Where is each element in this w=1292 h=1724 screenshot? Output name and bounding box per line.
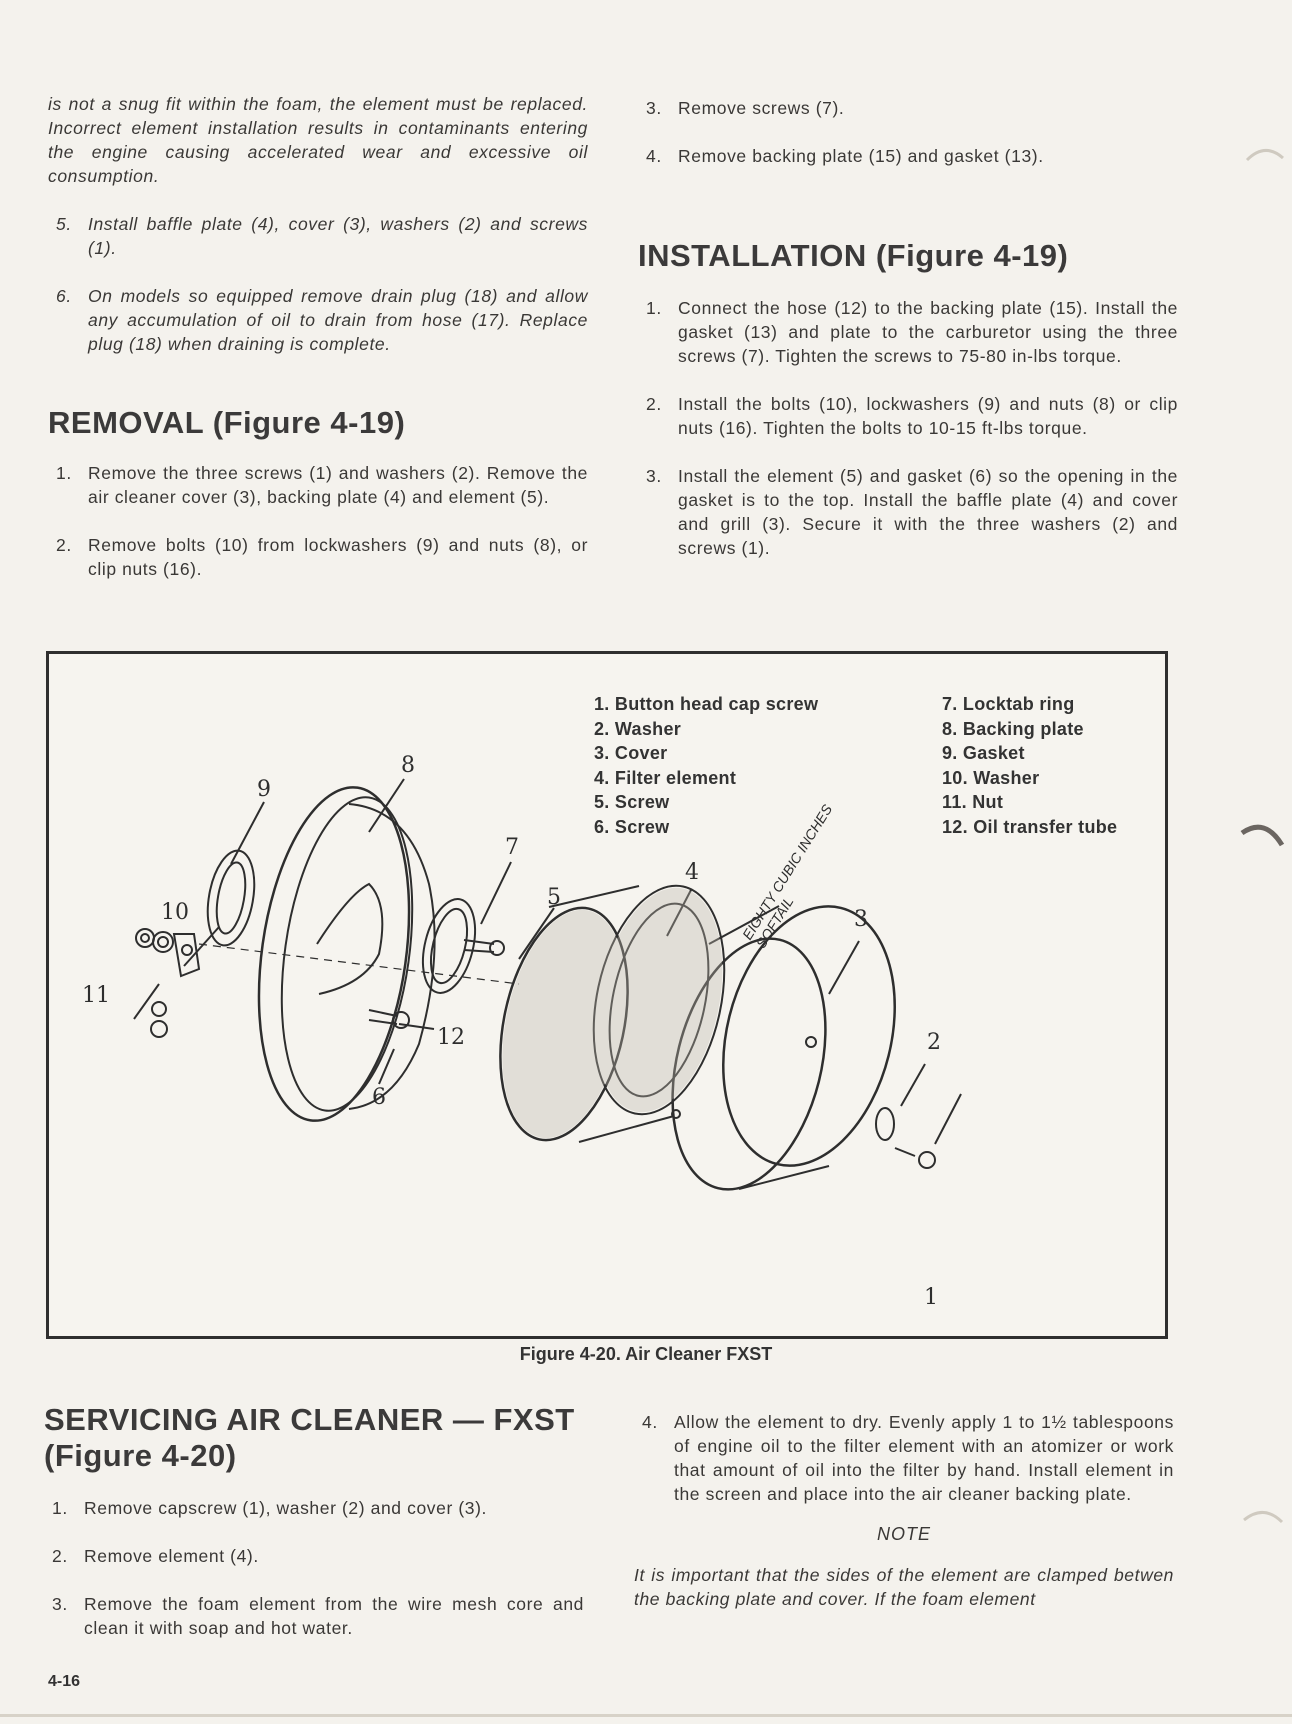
- margin-mark: [1245, 149, 1284, 162]
- svg-text:7: 7: [505, 835, 519, 860]
- svg-text:5: 5: [547, 885, 561, 910]
- svg-text:4: 4: [685, 860, 699, 885]
- legend-left: 1. Button head cap screw 2. Washer 3. Co…: [594, 694, 819, 837]
- figure-caption: Figure 4-20. Air Cleaner FXST: [519, 1344, 773, 1364]
- list-item: 4. Allow the element to dry. Evenly appl…: [642, 1412, 1174, 1504]
- page-number: 4-16: [48, 1673, 81, 1690]
- figure-box: 1. Button head cap screw 2. Washer 3. Co…: [46, 651, 1168, 1339]
- svg-text:6: 6: [372, 1085, 386, 1110]
- list-item: 2. Install the bolts (10), lockwashers (…: [646, 394, 1178, 438]
- bottom-rule: [0, 1714, 1292, 1717]
- margin-mark: [1243, 1511, 1284, 1524]
- continuation-paragraph: is not a snug fit within the foam, the e…: [48, 94, 588, 186]
- note-heading: NOTE: [876, 1524, 931, 1544]
- list-item: 1. Remove capscrew (1), washer (2) and c…: [52, 1498, 488, 1518]
- svg-text:11: 11: [82, 983, 110, 1008]
- list-item: 3. Remove the foam element from the wire…: [52, 1594, 584, 1638]
- exploded-view-drawing: 1 2 3 4 5 6 7 8 9 10 11 12: [82, 753, 962, 1310]
- svg-text:12: 12: [437, 1025, 465, 1050]
- installation-heading: INSTALLATION (Figure 4-19): [638, 238, 1069, 273]
- list-item: 2. Remove bolts (10) from lockwashers (9…: [56, 535, 588, 579]
- list-item: 6. On models so equipped remove drain pl…: [56, 286, 588, 354]
- margin-mark: [1240, 824, 1285, 847]
- servicing-heading-line2: (Figure 4-20): [44, 1438, 237, 1473]
- servicing-heading-line1: SERVICING AIR CLEANER — FXST: [44, 1402, 575, 1437]
- list-item: 3. Install the element (5) and gasket (6…: [646, 466, 1178, 558]
- leader-line: [368, 778, 405, 833]
- svg-text:10: 10: [161, 900, 189, 925]
- list-item: 5. Install baffle plate (4), cover (3), …: [56, 214, 588, 258]
- list-item: 1. Connect the hose (12) to the backing …: [646, 298, 1178, 366]
- removal-heading: REMOVAL (Figure 4-19): [48, 405, 406, 440]
- list-item: 1. Remove the three screws (1) and washe…: [56, 463, 588, 507]
- svg-text:2: 2: [927, 1030, 941, 1055]
- list-item: 3. Remove screws (7).: [646, 98, 845, 118]
- callout-label: 1: [924, 1285, 938, 1310]
- svg-text:3: 3: [854, 907, 868, 932]
- list-item: 4. Remove backing plate (15) and gasket …: [646, 146, 1044, 166]
- installation-section: INSTALLATION (Figure 4-19) 1. Connect th…: [638, 238, 1178, 560]
- removal-section: REMOVAL (Figure 4-19) 1. Remove the thre…: [48, 405, 588, 581]
- note-text: It is important that the sides of the el…: [634, 1565, 1174, 1609]
- legend-right: 7. Locktab ring 8. Backing plate 9. Gask…: [942, 694, 1118, 837]
- svg-text:9: 9: [257, 777, 271, 802]
- list-item: 2. Remove element (4).: [52, 1546, 259, 1566]
- svg-text:8: 8: [401, 753, 415, 778]
- left-top-section: is not a snug fit within the foam, the e…: [48, 92, 588, 356]
- right-top-section: 3. Remove screws (7). 4. Remove backing …: [638, 96, 1178, 168]
- servicing-section: SERVICING AIR CLEANER — FXST (Figure 4-2…: [44, 1402, 584, 1640]
- right-bottom-section: 4. Allow the element to dry. Evenly appl…: [634, 1410, 1174, 1611]
